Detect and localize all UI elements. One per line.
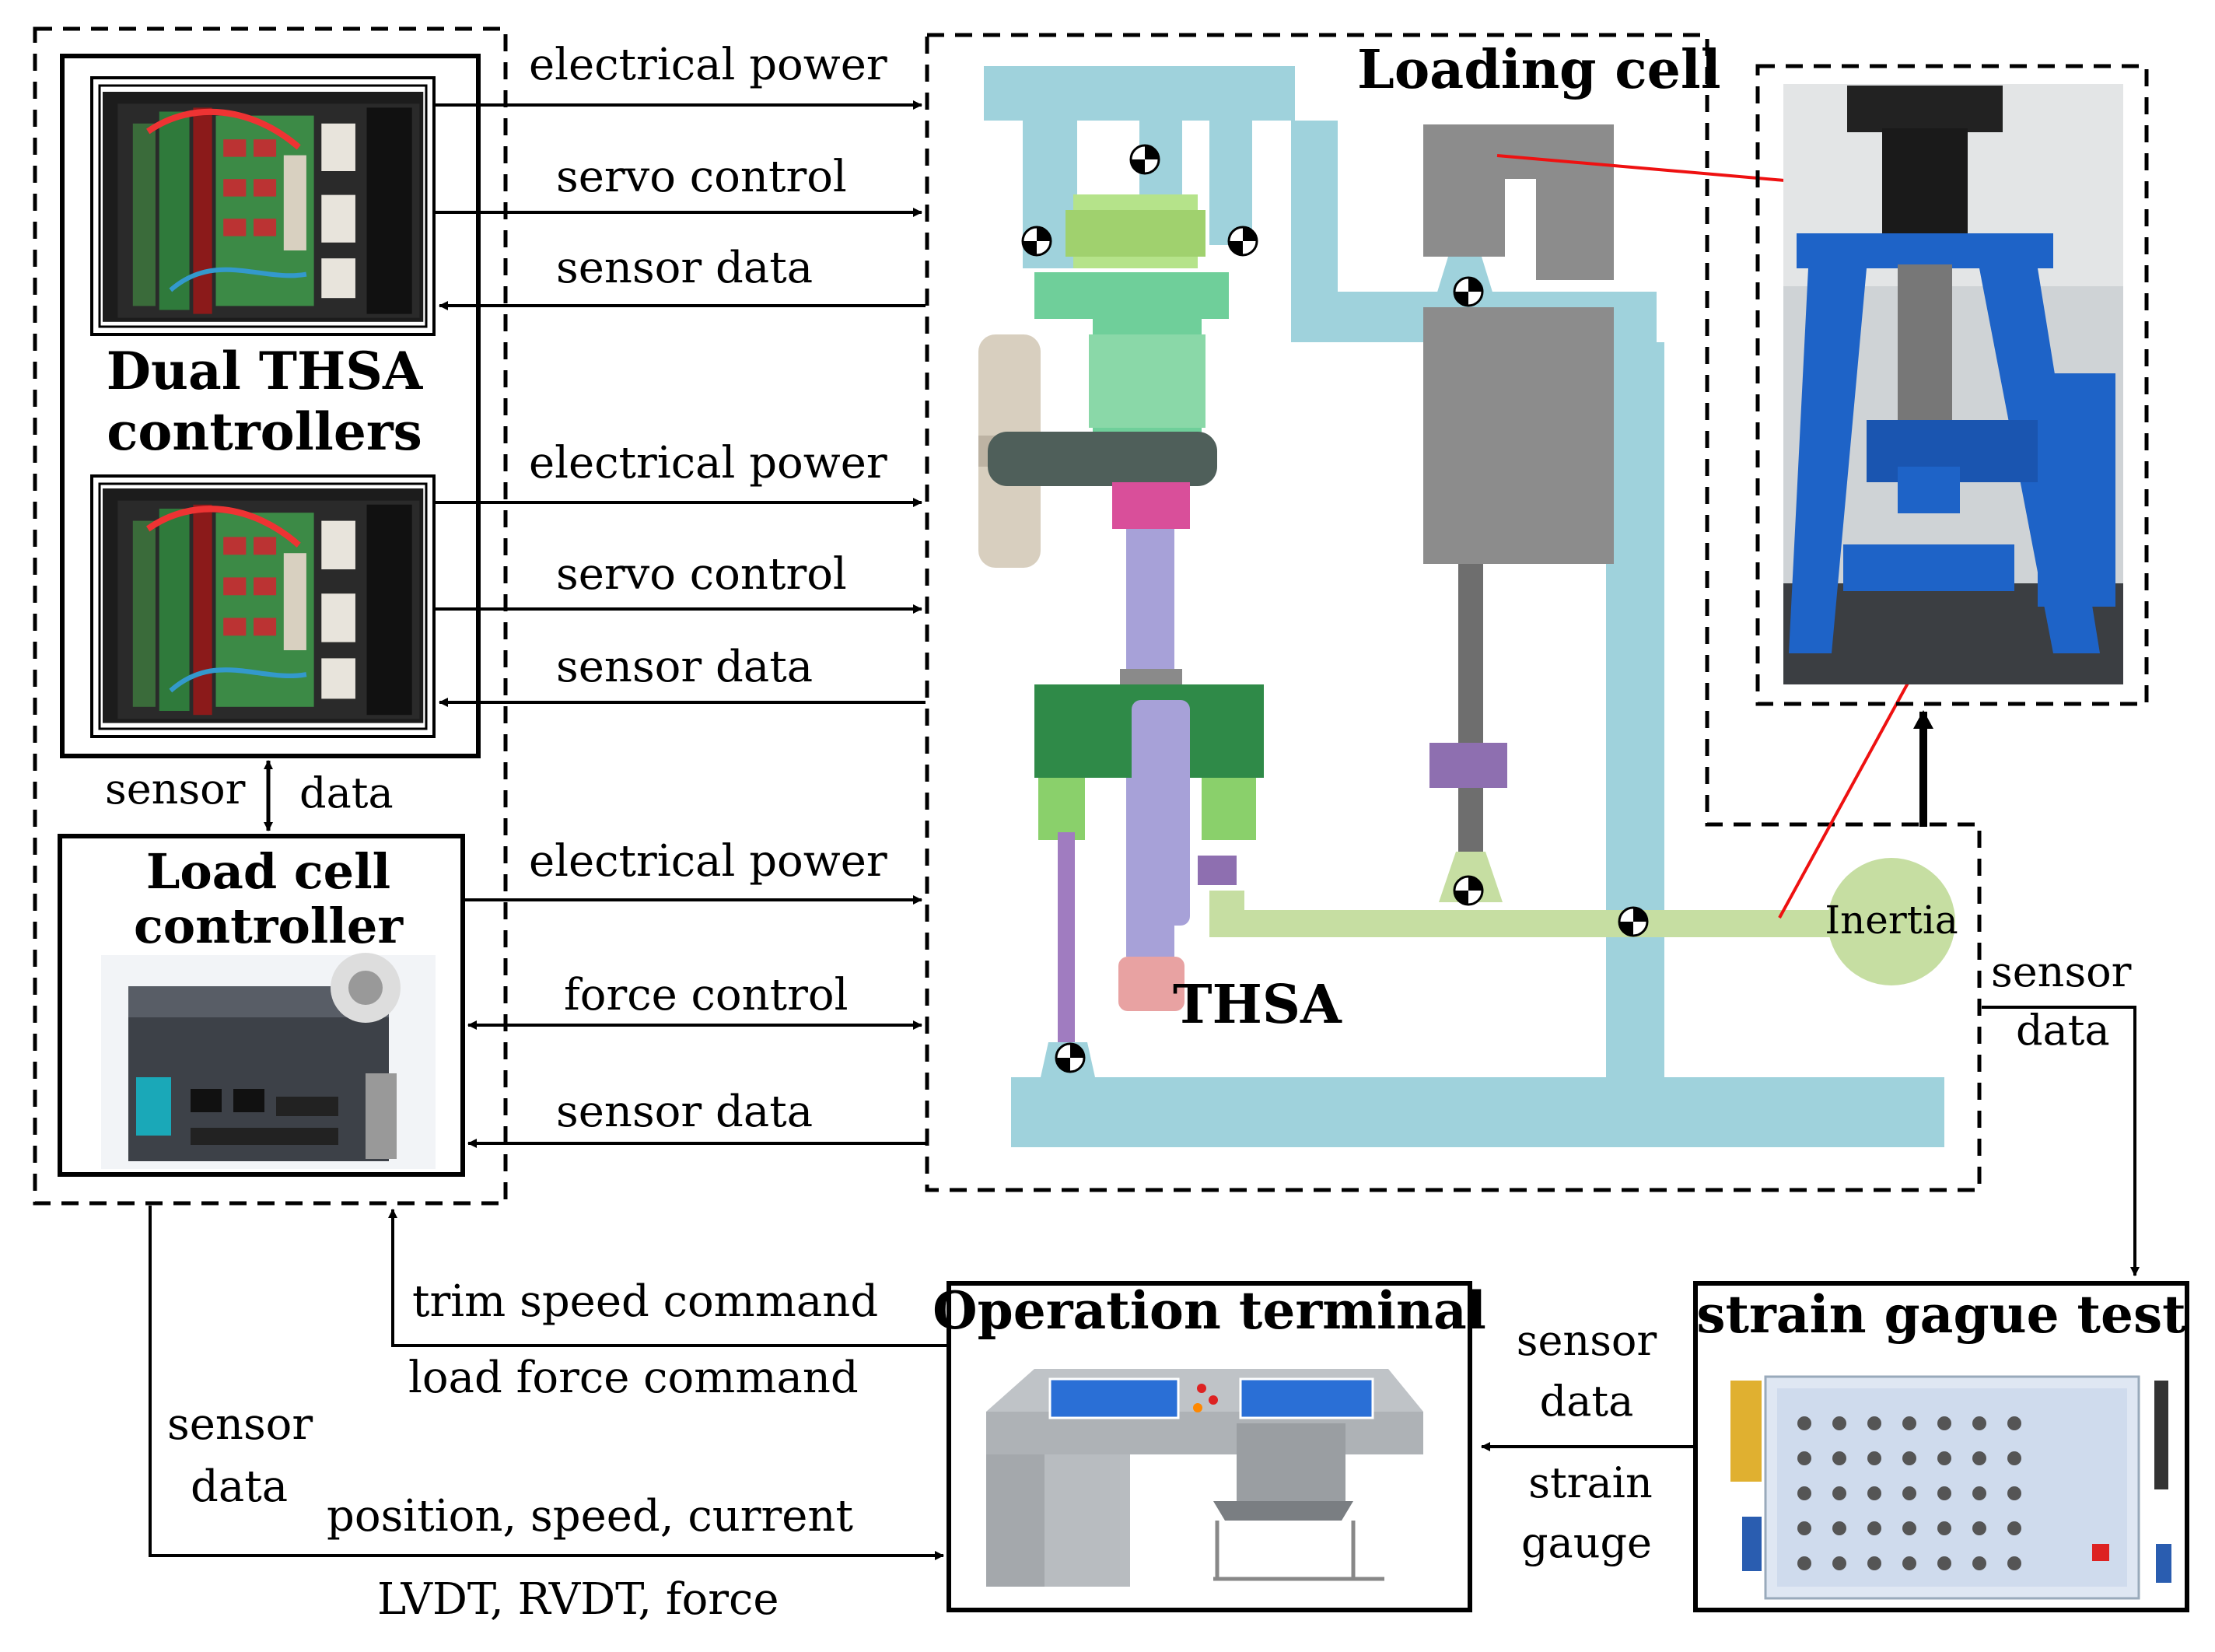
rig-sensor-data-arrow	[1982, 1006, 2140, 1276]
strain-gauge-label: gauge	[1521, 1518, 1652, 1567]
test-rig-dashed-border	[925, 33, 1982, 1192]
operation-terminal-title: Operation terminal	[933, 1280, 1486, 1341]
lvdt-rvdt-force-label: LVDT, RVDT, force	[377, 1574, 779, 1625]
operation-console-image	[986, 1369, 1423, 1587]
thsa-actuator	[978, 194, 1264, 1077]
strain-data-label: data	[1540, 1377, 1634, 1426]
controllers-link-sensor-label: sensor	[105, 765, 246, 814]
electrical-power-label-1: electrical power	[529, 40, 887, 90]
load-cell-controller-title-line1: Load cell	[146, 843, 390, 900]
servo-control-label-1: servo control	[556, 152, 847, 202]
loading-cell-label: Loading cell	[1357, 39, 1721, 101]
load-cell-controller-box	[58, 834, 465, 1177]
rig-sensor-label: sensor	[1991, 947, 2132, 996]
rig-photo	[1783, 84, 2123, 684]
servo-drive-photo	[101, 953, 436, 1169]
inertia-arm	[1209, 910, 1843, 937]
strain-gauge-equipment-photo	[1730, 1375, 2171, 1600]
thsa-controller-photo-1	[90, 76, 436, 336]
controller-group-dashed-border	[33, 26, 508, 1206]
dual-thsa-controllers-box	[60, 54, 481, 758]
rig-photo-dashed-border	[1755, 64, 2149, 706]
dual-thsa-title-line2: controllers	[107, 401, 422, 462]
force-control-label: force control	[564, 970, 849, 1020]
controllers-link-data-label: data	[299, 768, 394, 817]
sensor-data-label-3: sensor data	[556, 1087, 813, 1137]
loading-actuator	[1423, 124, 1614, 902]
thsa-controller-photo-2	[90, 474, 436, 738]
position-speed-current-label: position, speed, current	[327, 1491, 854, 1542]
sensor-data-label-1: sensor data	[556, 243, 813, 293]
rig-data-label: data	[2016, 1006, 2110, 1055]
sensor-data-label-2: sensor data	[556, 642, 813, 692]
sensor-data-to-terminal-arrow	[149, 1206, 944, 1560]
inertia-disc	[1828, 858, 1955, 985]
command-arrow	[388, 1209, 949, 1347]
thsa-label: THSA	[1173, 974, 1342, 1036]
trim-speed-command-label: trim speed command	[412, 1276, 878, 1327]
operation-terminal-box	[947, 1281, 1472, 1612]
servo-control-label-2: servo control	[556, 549, 847, 600]
strain-strain-label: strain	[1528, 1458, 1652, 1507]
strain-sensor-label: sensor	[1517, 1316, 1657, 1365]
electrical-power-label-2: electrical power	[529, 438, 887, 488]
electrical-power-label-3: electrical power	[529, 836, 887, 887]
load-force-command-label: load force command	[408, 1353, 859, 1403]
strain-gauge-test-title: strain gague test	[1696, 1284, 2186, 1345]
terminal-data-label: data	[191, 1461, 288, 1512]
dual-thsa-title-line1: Dual THSA	[107, 341, 423, 401]
inertia-label: Inertia	[1825, 898, 1958, 943]
load-cell-controller-title-line2: controller	[134, 898, 404, 954]
terminal-sensor-label: sensor	[167, 1399, 313, 1450]
